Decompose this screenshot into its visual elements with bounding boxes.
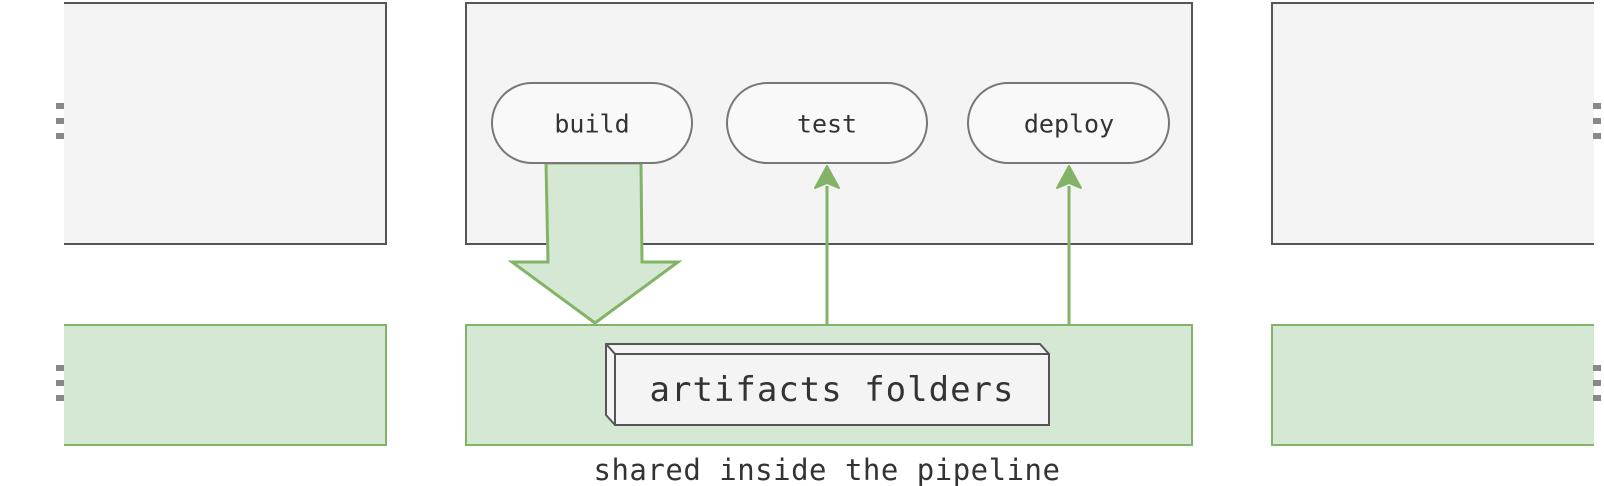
next-pipeline [1271, 2, 1604, 246]
previous-pipeline-ellipsis-icon [56, 103, 64, 139]
test-download-arrow [814, 165, 840, 325]
previous-storage-box [61, 324, 387, 446]
next-pipeline-ellipsis-icon [1593, 103, 1601, 139]
stage-test-label: test [797, 110, 857, 139]
previous-storage [56, 324, 387, 447]
next-storage [1271, 324, 1604, 447]
next-storage-ellipsis-icon [1593, 365, 1601, 401]
artifacts-folders-label: artifacts folders [650, 370, 1015, 410]
stage-test: test [726, 82, 928, 164]
previous-pipeline-box [61, 2, 387, 245]
storage-caption: shared inside the pipeline [594, 453, 1061, 486]
next-pipeline-box [1271, 2, 1597, 245]
next-storage-box [1271, 324, 1597, 446]
deploy-download-arrow [1056, 165, 1082, 325]
previous-storage-ellipsis-icon [56, 365, 64, 401]
stage-deploy-label: deploy [1024, 110, 1114, 139]
artifacts-folders-box: artifacts folders [605, 343, 1050, 426]
previous-pipeline [56, 2, 387, 246]
stage-build: build [491, 82, 693, 164]
stage-build-label: build [554, 110, 629, 139]
stage-deploy: deploy [967, 82, 1170, 164]
build-upload-arrow [507, 161, 683, 325]
